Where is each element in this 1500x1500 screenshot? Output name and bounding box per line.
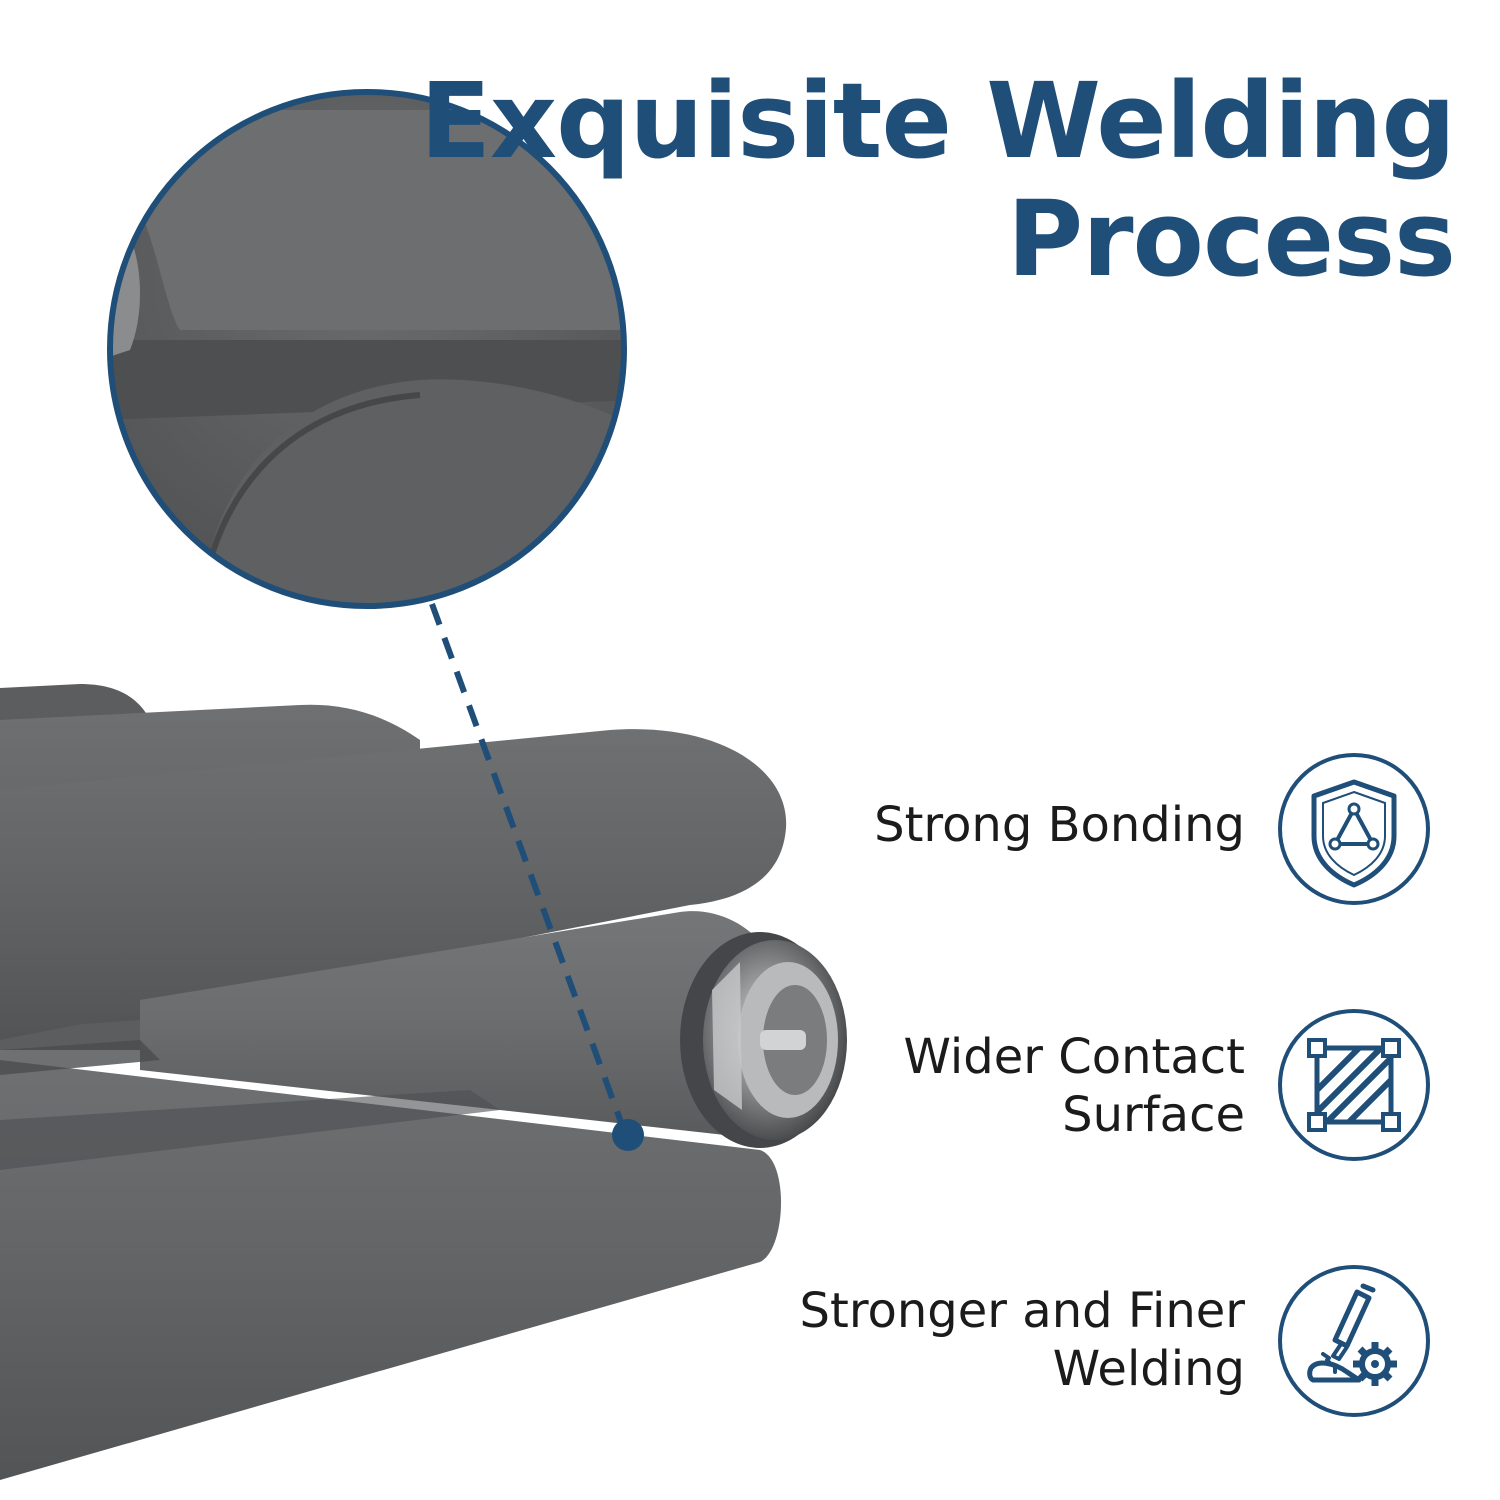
feature-label-stronger-finer-welding: Stronger and Finer Welding <box>799 1283 1245 1397</box>
title-line-2: Process <box>1007 178 1456 300</box>
shield-icon <box>1278 753 1430 905</box>
feature-label-wider-contact-surface: Wider Contact Surface <box>903 1029 1245 1143</box>
feature-label-strong-bonding: Strong Bonding <box>874 797 1245 853</box>
welding-torch-icon <box>1278 1265 1430 1417</box>
weld-end-cap <box>680 932 847 1148</box>
radiator-tubes <box>0 684 787 1480</box>
title-line-1: Exquisite Welding <box>419 60 1456 182</box>
zoom-detail <box>107 89 627 609</box>
callout-connector <box>429 602 644 1151</box>
page-title: Exquisite Welding Process <box>419 60 1456 300</box>
contact-surface-icon <box>1278 1009 1430 1161</box>
